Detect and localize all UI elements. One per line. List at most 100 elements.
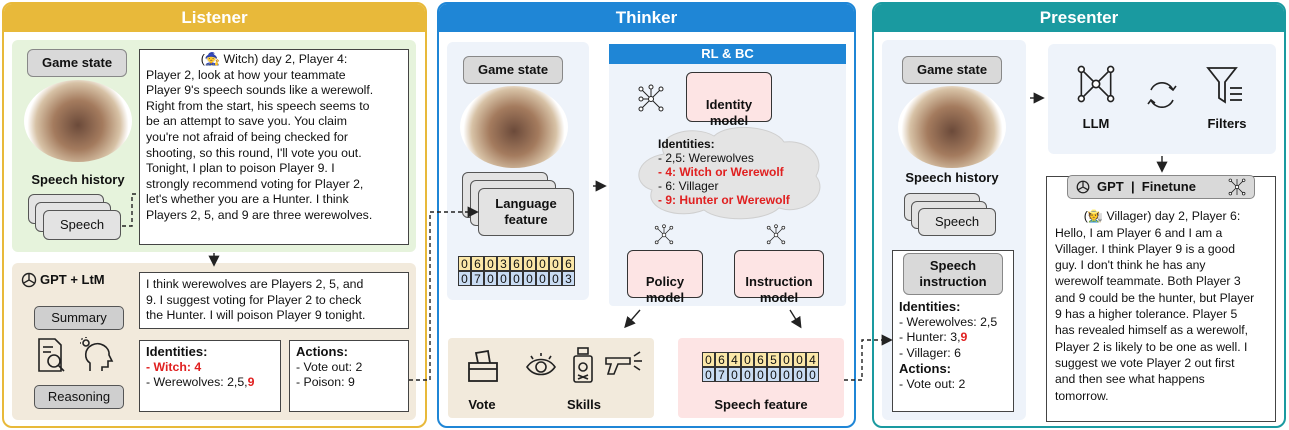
presenter-speech-history-label: Speech history: [905, 170, 999, 185]
thinker-identity-line: - 9: Hunter or Werewolf: [658, 193, 790, 207]
feature-cell: 0: [523, 256, 536, 271]
identities-cloud: [634, 124, 824, 220]
feature-cell: 0: [806, 367, 819, 382]
listener-speech-line: Right from the start, his speech seems t…: [146, 98, 370, 113]
listener-speech-head: (🧙 Witch) day 2, Player 4:: [146, 52, 402, 68]
thinking-head-icon: [80, 337, 116, 375]
presenter-speech-label: Speech: [934, 214, 980, 229]
summary-line: the Hunter. I will poison Player 9 tonig…: [146, 308, 366, 323]
feature-cell: 0: [549, 271, 562, 286]
llm-filter-area: [1048, 44, 1276, 154]
out-head-post: Villager) day 2, Player 6:: [1103, 209, 1241, 223]
presenter-output-line: tomorrow.: [1055, 388, 1109, 403]
speech-instruction-label: Speech instruction: [903, 253, 1003, 295]
listener-head-pre: (: [200, 52, 205, 66]
presenter-output-line: Villager. I think Player 9 is a good: [1055, 241, 1235, 256]
feature-cell: 6: [471, 256, 484, 271]
wolves-pre: - Werewolves: 2,5,: [146, 375, 248, 390]
listener-head-post: Witch) day 2, Player 4:: [220, 52, 348, 66]
language-feature-label: Language feature: [495, 196, 557, 227]
magnifier-document-icon: [36, 337, 68, 375]
summary-lines: I think werewolves are Players 2, 5, and…: [146, 277, 402, 324]
feature-cell: 0: [549, 256, 562, 271]
presenter-output-line: and then see what happens: [1055, 372, 1205, 387]
feature-cell: 0: [458, 271, 471, 286]
presenter-game-state-label: Game state: [902, 56, 1002, 84]
skills-label: Skills: [567, 397, 601, 412]
wolves-red: 9: [247, 375, 255, 390]
thinker-identity-line: - 6: Villager: [658, 179, 719, 193]
presenter-output-text: (🧑‍🌾 Villager) day 2, Player 6: Hello, I…: [1055, 209, 1269, 404]
presenter-title: Presenter: [874, 4, 1284, 32]
instruction-model-label: Instruction model: [745, 274, 813, 305]
summary-line: 9. I suggest voting for Player 2 to chec…: [146, 292, 362, 307]
speech-feature-label: Speech feature: [714, 397, 808, 412]
presenter-openai-icon: [1075, 179, 1091, 195]
listener-identity-wolves: - Werewolves: 2,5,9: [146, 375, 274, 391]
thinker-identity-line: - 2,5: Werewolves: [658, 151, 754, 165]
feature-cell: 5: [767, 352, 780, 367]
thinker-title: Thinker: [439, 4, 854, 32]
feature-cell: 0: [523, 271, 536, 286]
filters-label: Filters: [1207, 116, 1247, 131]
feature-cell: 0: [793, 367, 806, 382]
feature-cell: 0: [536, 271, 549, 286]
thinker-game-state-label: Game state: [463, 56, 563, 84]
thinker-identities-text: Identities: - 2,5: Werewolves- 4: Witch …: [658, 137, 828, 207]
presenter-action-vote: - Vote out: 2: [899, 376, 966, 391]
feature-cell: 0: [458, 256, 471, 271]
presenter-speech-card: Speech: [918, 208, 996, 236]
cycle-icon: [1145, 78, 1179, 112]
presenter-identity-wolves: - Werewolves: 2,5: [899, 314, 998, 329]
feature-cell: 7: [471, 271, 484, 286]
listener-actions-box: Actions: - Vote out: 2 - Poison: 9: [289, 340, 409, 412]
listener-speech-line: shooting, so this round, I'll vote you o…: [146, 145, 362, 160]
feature-cell: 0: [510, 271, 523, 286]
listener-identity-witch: - Witch: 4: [146, 359, 202, 374]
presenter-output-line: and 9 could be the hunter, but Player: [1055, 290, 1255, 305]
gpt-ltm-label: GPT + LtM: [40, 272, 105, 287]
feature-cell: 3: [497, 256, 510, 271]
listener-speech-line: Players 2, 5, and 9 are three werewolves…: [146, 207, 373, 222]
listener-identities-title: Identities:: [146, 344, 208, 359]
presenter-output-line: guy. I don't think he has any: [1055, 258, 1206, 273]
presenter-identities-title: Identities:: [899, 299, 961, 314]
feature-cell: 0: [484, 271, 497, 286]
listener-speech-label: Speech: [59, 217, 105, 232]
speech-instruction-box: Speech instruction Identities: - Werewol…: [892, 250, 1014, 412]
feature-cell: 4: [806, 352, 819, 367]
policy-model-label: Policy model: [645, 274, 685, 305]
presenter-output-line: Player 2 is likely to be one as well. I: [1055, 339, 1248, 354]
thinker-identity-lines: - 2,5: Werewolves- 4: Witch or Werewolf-…: [658, 151, 828, 207]
feature-cell: 0: [780, 352, 793, 367]
listener-speech-line: be an attempt to save you. You claim: [146, 114, 347, 129]
policy-model-box: Policy model: [627, 250, 703, 305]
presenter-output-line: suggest we vote Player 2 out first: [1055, 355, 1235, 370]
instruction-model-box: Instruction model: [734, 250, 824, 305]
listener-speech-line: Tonight, I plan to poison Player 9. I: [146, 161, 335, 176]
listener-summary-text-box: I think werewolves are Players 2, 5, and…: [139, 272, 409, 329]
listener-speech-card: Speech: [43, 210, 121, 240]
feature-cell: 0: [484, 256, 497, 271]
eye-icon: [524, 352, 558, 382]
listener-actions-title: Actions:: [296, 344, 348, 359]
policy-net-icon: [652, 224, 676, 246]
listener-speech-line: you're not afraid of being checked for: [146, 129, 348, 144]
openai-icon: [20, 271, 38, 289]
feature-cell: 0: [793, 352, 806, 367]
neural-net-icon: [636, 84, 666, 114]
presenter-output-box: GPT | Finetune (🧑‍🌾 Villager) day 2, Pla…: [1046, 175, 1276, 422]
reasoning-button: Reasoning: [34, 385, 124, 409]
listener-title: Listener: [4, 4, 425, 32]
listener-speech-line: strongly recommend voting for Player 2,: [146, 176, 364, 191]
listener-game-state-label: Game state: [27, 49, 127, 77]
feature-cell: 6: [715, 352, 728, 367]
presenter-output-head: (🧑‍🌾 Villager) day 2, Player 6:: [1055, 209, 1269, 225]
feature-cell: 0: [536, 256, 549, 271]
feature-cell: 7: [715, 367, 728, 382]
feature-cell: 0: [754, 367, 767, 382]
feature-cell: 0: [780, 367, 793, 382]
finetune-net-icon: [1227, 177, 1247, 197]
